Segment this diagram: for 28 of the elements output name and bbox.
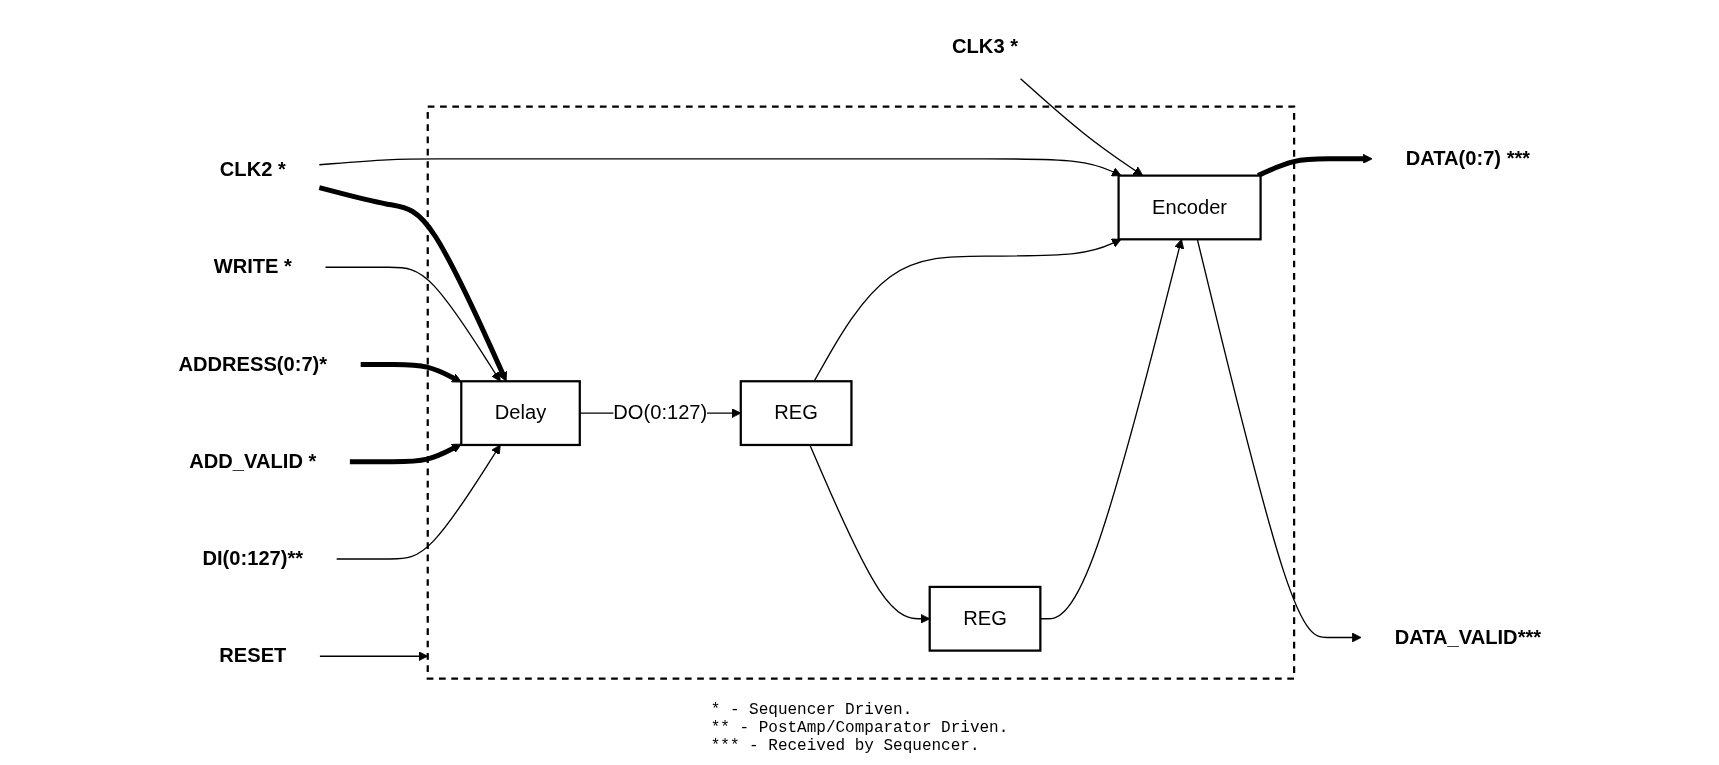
arrow bbox=[349, 443, 462, 465]
arrow bbox=[318, 651, 428, 662]
arrow bbox=[808, 444, 930, 624]
node-text: CLK3 * bbox=[951, 35, 1018, 58]
cluster bbox=[426, 105, 1295, 680]
footnote-text: ** - PostAmp/Comparator Driven. bbox=[710, 719, 1009, 737]
node-box: Delay bbox=[459, 380, 581, 447]
arrow bbox=[813, 238, 1122, 382]
node-text: ADDRESS(0:7)* bbox=[178, 352, 327, 376]
node-text: CLK2 * bbox=[219, 158, 286, 181]
node-text: DATA_VALID*** bbox=[1394, 625, 1541, 649]
node-text: ADD_VALID * bbox=[188, 449, 317, 473]
arrow bbox=[318, 158, 1122, 177]
footnote-text: * - Sequencer Driven. bbox=[710, 701, 914, 719]
node-text: DI(0:127)** bbox=[202, 547, 303, 570]
arrow bbox=[318, 185, 507, 382]
arrow bbox=[335, 444, 501, 560]
node-box: REG bbox=[739, 380, 853, 447]
node-text: WRITE * bbox=[213, 255, 292, 278]
node-box: REG bbox=[928, 585, 1042, 652]
arrow bbox=[324, 266, 501, 382]
footnote-text: *** - Received by Sequencer. bbox=[710, 737, 981, 755]
node-text: RESET bbox=[218, 644, 287, 667]
edge-label: DO(0:127) bbox=[613, 401, 707, 424]
node-box: Encoder bbox=[1117, 174, 1262, 241]
arrow bbox=[1256, 153, 1373, 178]
arrow bbox=[360, 361, 462, 383]
node-text: DATA(0:7) *** bbox=[1405, 147, 1530, 170]
